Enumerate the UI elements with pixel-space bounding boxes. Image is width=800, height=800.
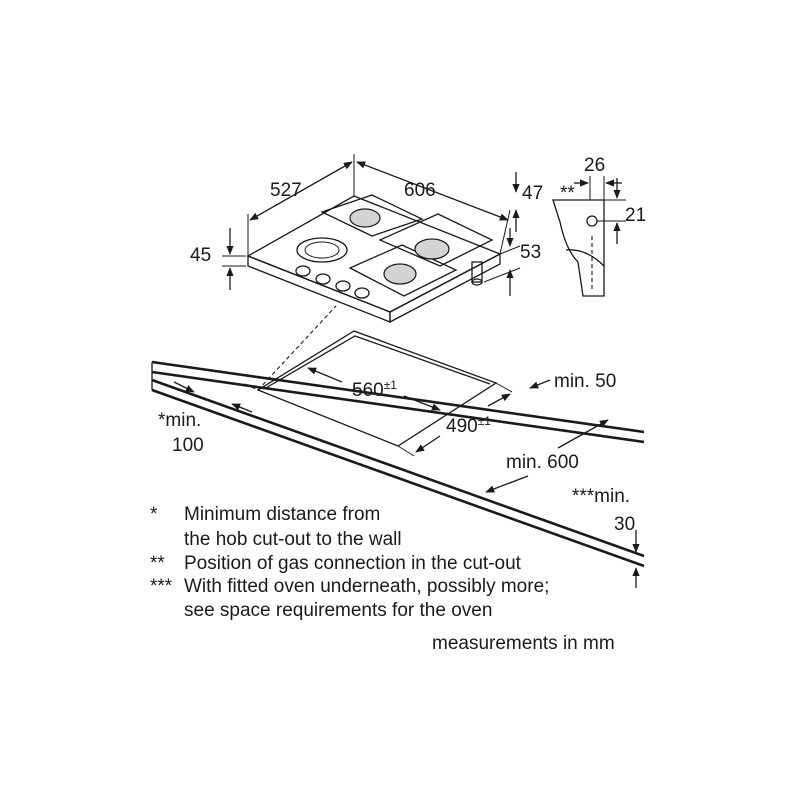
hob-width-label: 527: [270, 180, 302, 201]
note-marker: **: [150, 553, 165, 574]
note-text: Minimum distance from: [184, 504, 380, 525]
control-knob-icon: [315, 273, 331, 285]
control-knob-icon: [354, 287, 370, 299]
min-wall-distance-label: *min.: [158, 410, 201, 431]
note-marker: *: [150, 504, 158, 525]
note-text: see space requirements for the oven: [184, 600, 492, 621]
hob-dimensions: [222, 154, 521, 296]
hotplate: [296, 237, 348, 263]
note-text: Position of gas connection in the cut-ou…: [184, 553, 522, 574]
dimension-527-line: [249, 161, 353, 221]
cutout-width-label: 560±1: [352, 378, 397, 401]
hob-height-left-label: 45: [190, 245, 211, 266]
gas-connection-point-icon: [586, 215, 598, 227]
control-knob-icon: [335, 280, 351, 292]
cutout-dimensions: [173, 367, 640, 588]
pan-support-back-right: [378, 213, 494, 267]
min-back-distance-label: min. 50: [554, 371, 616, 392]
min-thickness-value: 30: [614, 514, 635, 535]
min-thickness-label: ***min.: [572, 486, 630, 507]
hob-depth-label: 606: [404, 180, 436, 201]
worktop-back-edge: [151, 360, 645, 434]
hotplate-inner-ring: [304, 241, 340, 259]
min-wall-distance-value: 100: [172, 435, 204, 456]
worktop-section: [552, 199, 605, 297]
hob-height-right-bottom-label: 53: [520, 242, 541, 263]
gas-connector-icon: [471, 261, 483, 283]
note-marker: ***: [150, 576, 173, 597]
note-text: With fitted oven underneath, possibly mo…: [184, 576, 549, 597]
min-front-distance-label: min. 600: [506, 452, 579, 473]
note-text: the hob cut-out to the wall: [184, 529, 402, 550]
gas-connection-marker: **: [560, 183, 575, 204]
hob-drawing: [246, 194, 502, 324]
burner-icon: [414, 238, 450, 260]
gas-offset-horizontal-label: 26: [584, 155, 605, 176]
cutout-depth-label: 490±1: [446, 414, 491, 437]
hob-side-edge: [389, 252, 501, 324]
hob-height-right-top-label: 47: [522, 183, 543, 204]
hob-projection-line: [257, 305, 337, 391]
gas-offset-vertical-label: 21: [625, 205, 646, 226]
dimension-606-line: [356, 161, 509, 221]
units-note: measurements in mm: [432, 633, 615, 654]
burner-icon: [383, 263, 417, 285]
legend-notes: * Minimum distance from the hob cut-out …: [150, 504, 549, 621]
control-knob-icon: [295, 265, 311, 277]
pan-support-front: [348, 244, 458, 297]
hob-front-edge: [247, 255, 391, 323]
burner-icon: [349, 208, 381, 228]
gas-connection-detail: [552, 176, 626, 297]
